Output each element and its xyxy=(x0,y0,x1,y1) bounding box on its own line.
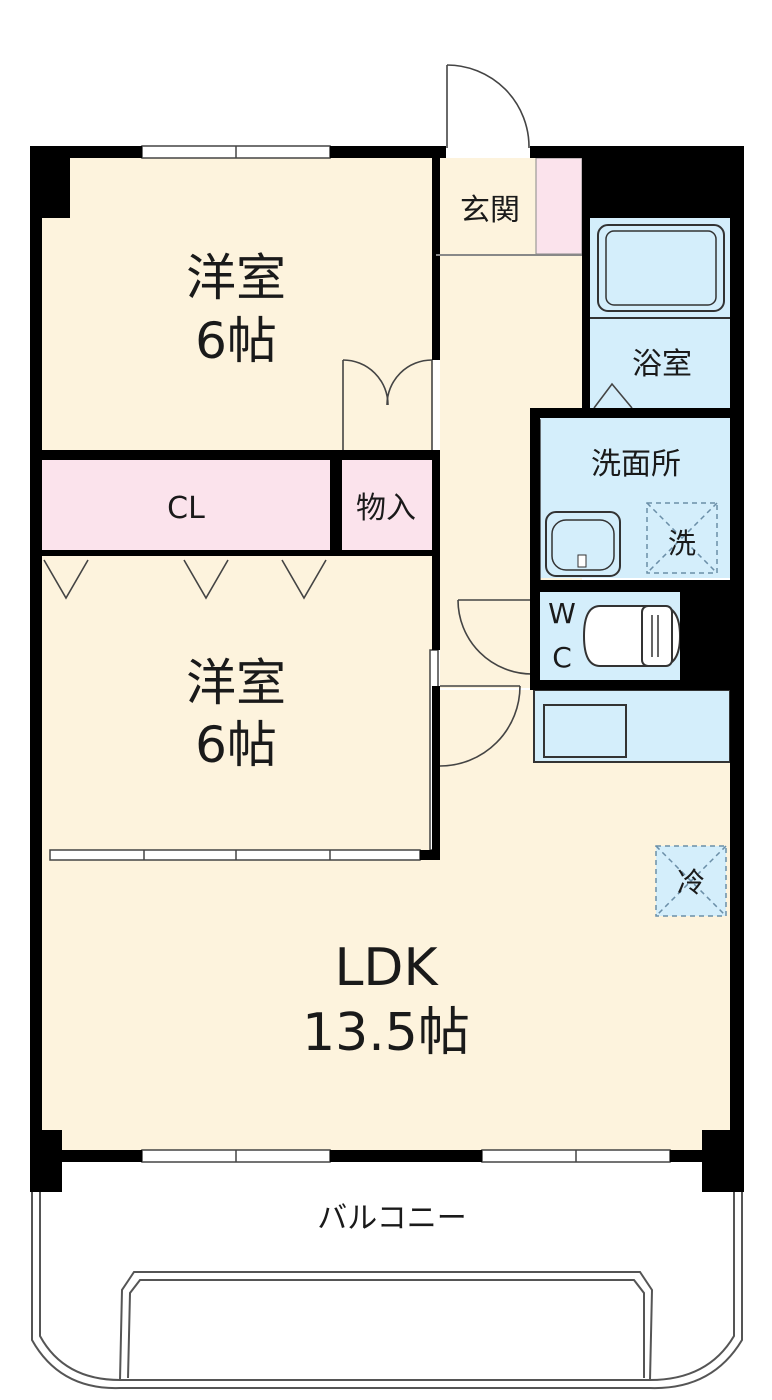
western-room-1-size: 6帖 xyxy=(195,312,277,370)
balcony xyxy=(31,1190,743,1390)
ldk-floor-left xyxy=(40,852,440,1150)
fridge-label: 冷 xyxy=(677,866,705,899)
ldk-name: LDK xyxy=(334,938,439,998)
western-room-1-name: 洋室 xyxy=(186,249,286,307)
storage-floor xyxy=(342,460,432,550)
toilet-fixture xyxy=(582,605,682,667)
toilet-label-w: W xyxy=(548,597,576,630)
toilet-label-c: C xyxy=(552,641,572,674)
western-room-2-size: 6帖 xyxy=(195,716,277,774)
wash-basin xyxy=(545,511,621,577)
ldk-size: 13.5帖 xyxy=(302,1003,470,1063)
bathtub-inner xyxy=(605,230,717,306)
washer-label: 洗 xyxy=(668,527,696,560)
western-room-2-name: 洋室 xyxy=(186,654,286,712)
storage-label: 物入 xyxy=(356,491,416,526)
bathtub xyxy=(597,224,725,312)
entrance-step xyxy=(535,157,583,255)
kitchen-sink xyxy=(543,704,627,758)
closet-label: CL xyxy=(167,491,205,526)
walls xyxy=(30,146,744,1192)
fridge-space xyxy=(655,845,727,917)
doors xyxy=(43,64,633,767)
washroom-label: 洗面所 xyxy=(591,447,681,482)
bathroom-label: 浴室 xyxy=(632,347,692,382)
western-room-1-floor xyxy=(40,158,432,450)
washer-space xyxy=(646,502,718,574)
closet-floor xyxy=(40,460,330,550)
entrance-floor xyxy=(440,158,536,254)
entrance-label: 玄関 xyxy=(460,193,520,228)
balcony-label: バルコニー xyxy=(317,1201,466,1236)
